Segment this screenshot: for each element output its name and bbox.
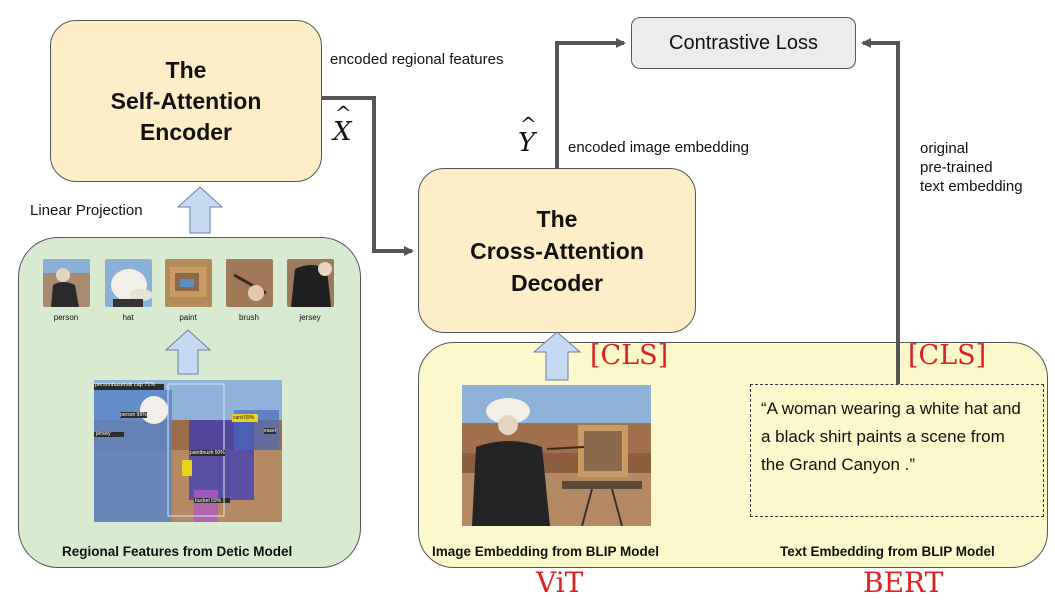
region-label-brush: brush <box>238 313 259 322</box>
cls-token-text: [CLS] <box>908 340 987 371</box>
arrow-decoder-to-loss <box>555 38 626 168</box>
label-encoded-image-embedding: encoded image embedding <box>568 139 749 156</box>
contrastive-loss-box: Contrastive Loss <box>631 17 856 69</box>
up-arrow-vit <box>532 331 582 381</box>
caption-regional-features: Regional Features from Detic Model <box>62 544 293 559</box>
cls-token-image: [CLS] <box>590 340 669 371</box>
label-original-line3: text embedding <box>920 178 1023 195</box>
detection-label-paintbrush: paintbrush 50% <box>190 450 225 456</box>
encoder-title-line1: The <box>165 56 207 83</box>
bert-label: BERT <box>863 566 944 599</box>
detic-detection-image: personbaseball cap 71% jersey person 99%… <box>94 380 282 522</box>
x-hat-symbol: ^ X <box>333 101 352 147</box>
label-linear-projection: Linear Projection <box>30 202 143 219</box>
up-arrow-linear-projection <box>176 186 224 234</box>
self-attention-encoder: The Self-Attention Encoder <box>50 20 322 182</box>
up-arrow-regions <box>164 329 212 375</box>
detection-label-bucket: bucket 59% <box>195 498 222 504</box>
contrastive-loss-label: Contrastive Loss <box>669 31 818 54</box>
arrow-encoder-to-decoder <box>322 96 414 256</box>
encoder-title-line2: Self-Attention <box>110 87 262 114</box>
y-hat-symbol: ^ Y <box>518 112 537 158</box>
detection-label-card: card 69% <box>233 415 255 421</box>
caption-text-embedding: Text Embedding from BLIP Model <box>780 544 995 559</box>
cross-attention-decoder: The Cross-Attention Decoder <box>418 168 696 333</box>
decoder-title-line1: The <box>536 205 578 232</box>
region-thumb-paint <box>165 259 212 307</box>
label-original-text-embedding: original pre-trained text embedding <box>920 139 1023 196</box>
region-thumb-brush <box>226 259 273 307</box>
encoder-title-line3: Encoder <box>139 118 232 145</box>
detection-label-jersey: jersey <box>96 431 111 437</box>
region-thumb-hat <box>105 259 152 307</box>
region-label-jersey: jersey <box>299 313 321 322</box>
caption-image-embedding: Image Embedding from BLIP Model <box>432 544 660 559</box>
x-hat-letter: X <box>333 117 352 147</box>
y-hat-letter: Y <box>518 128 536 158</box>
label-encoded-regional-features: encoded regional features <box>330 51 504 68</box>
decoder-title-line2: Cross-Attention <box>470 237 644 264</box>
detection-label-easel: easel <box>264 428 276 434</box>
caption-sentence: “A woman wearing a white hat and a black… <box>761 399 1021 474</box>
y-hat-accent: ^ <box>520 112 537 136</box>
region-label-paint: paint <box>179 313 197 322</box>
x-hat-accent: ^ <box>335 101 352 125</box>
arrow-text-to-loss <box>861 38 900 384</box>
region-thumb-jersey <box>287 259 334 307</box>
region-label-person: person <box>53 313 79 322</box>
detection-label-cap: personbaseball cap 71% <box>95 382 156 388</box>
region-thumb-person <box>43 259 90 307</box>
detection-label-person: person 99% <box>120 412 147 418</box>
caption-text-box: “A woman wearing a white hat and a black… <box>750 384 1044 517</box>
decoder-title-line3: Decoder <box>510 269 604 296</box>
region-label-hat: hat <box>122 313 134 322</box>
label-original-line1: original <box>920 140 969 157</box>
label-original-line2: pre-trained <box>920 159 993 176</box>
blip-input-image <box>462 385 651 526</box>
vit-label: ViT <box>536 566 584 599</box>
